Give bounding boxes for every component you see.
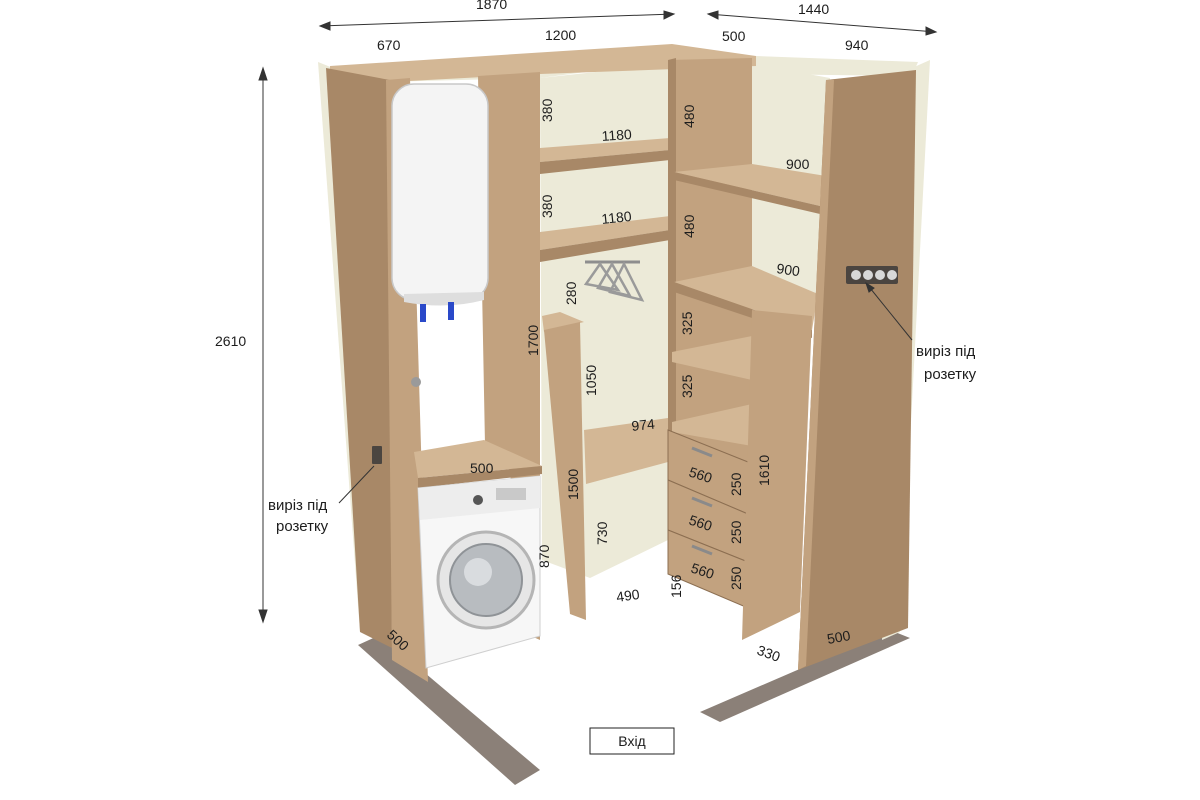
left-side-outer-panel <box>326 68 392 648</box>
dim-325-b: 325 <box>679 374 695 398</box>
top-panel <box>330 44 756 82</box>
washing-machine-icon <box>417 475 541 669</box>
wall-right-back <box>756 56 918 76</box>
dim-560-a: 560 <box>687 464 714 487</box>
dim-1700: 1700 <box>525 325 541 356</box>
floor-strip-left <box>358 635 540 785</box>
middle-shelf-second-edge <box>540 230 670 262</box>
dim-1870: 1870 <box>476 0 507 12</box>
dim-1200: 1200 <box>545 27 576 43</box>
entry-box: Вхід <box>589 727 675 755</box>
middle-shelf-top-edge <box>540 150 670 174</box>
dim-156: 156 <box>668 574 684 598</box>
right-shelf-drawers-top <box>672 404 752 446</box>
dim-250-a: 250 <box>728 472 744 496</box>
right-shelf-900-a <box>674 164 826 206</box>
dim-280: 280 <box>563 281 579 305</box>
dim-1440: 1440 <box>798 1 829 17</box>
dim-330: 330 <box>755 642 783 665</box>
dim-490: 490 <box>615 586 641 605</box>
right-shelf-325 <box>672 336 752 380</box>
dim-1050: 1050 <box>583 365 599 396</box>
note-right-line1: виріз під <box>916 343 976 360</box>
dim-480-b: 480 <box>681 214 697 238</box>
note-left-line1: виріз під <box>268 497 328 514</box>
middle-shelf-top <box>540 138 670 162</box>
dim-2610: 2610 <box>215 333 246 349</box>
dim-480-a: 480 <box>681 104 697 128</box>
dimension-lines <box>258 10 938 624</box>
water-heater-icon <box>391 83 489 387</box>
right-shelf-900-a-edge <box>674 172 820 214</box>
outlet-left-icon <box>372 446 382 464</box>
dim-1610: 1610 <box>756 455 772 486</box>
dim-380-second: 380 <box>539 194 555 218</box>
dim-900-a: 900 <box>786 156 810 172</box>
dim-974: 974 <box>631 416 656 434</box>
right-outer-tall-panel <box>798 70 916 670</box>
dim-250-c: 250 <box>728 566 744 590</box>
middle-shelf-second <box>540 216 670 250</box>
floor-strip-right <box>700 630 910 722</box>
dim-325-a: 325 <box>679 311 695 335</box>
drawer-stack <box>667 429 749 609</box>
dim-380-top: 380 <box>539 98 555 122</box>
dim-500-washer-shelf: 500 <box>470 460 494 476</box>
dim-670: 670 <box>377 37 401 53</box>
dim-900-b: 900 <box>776 260 802 279</box>
dim-730: 730 <box>594 521 610 545</box>
washer-shelf <box>414 440 542 478</box>
note-left-line2: розетку <box>276 518 329 535</box>
dim-1180-a: 1180 <box>601 126 632 144</box>
dim-500-top: 500 <box>722 28 746 44</box>
dim-1500: 1500 <box>565 469 581 500</box>
middle-shelf-974 <box>584 418 668 484</box>
outlet-icon <box>846 266 898 284</box>
dim-560-c: 560 <box>689 560 716 583</box>
right-tall-panel-1610 <box>742 310 812 640</box>
dim-940: 940 <box>845 37 869 53</box>
hanger-icon <box>583 260 645 302</box>
dim-500-right-depth: 500 <box>826 627 852 647</box>
dim-870: 870 <box>536 544 552 568</box>
dim-560-b: 560 <box>687 512 714 535</box>
middle-vertical-panel <box>544 322 586 620</box>
dim-1180-b: 1180 <box>601 208 633 227</box>
entry-label: Вхід <box>618 733 645 749</box>
middle-small-shelf <box>542 312 584 332</box>
washer-shelf-edge <box>418 466 542 488</box>
right-outer-panel-face <box>798 80 834 670</box>
note-right-line2: розетку <box>924 366 977 383</box>
dim-250-b: 250 <box>728 520 744 544</box>
